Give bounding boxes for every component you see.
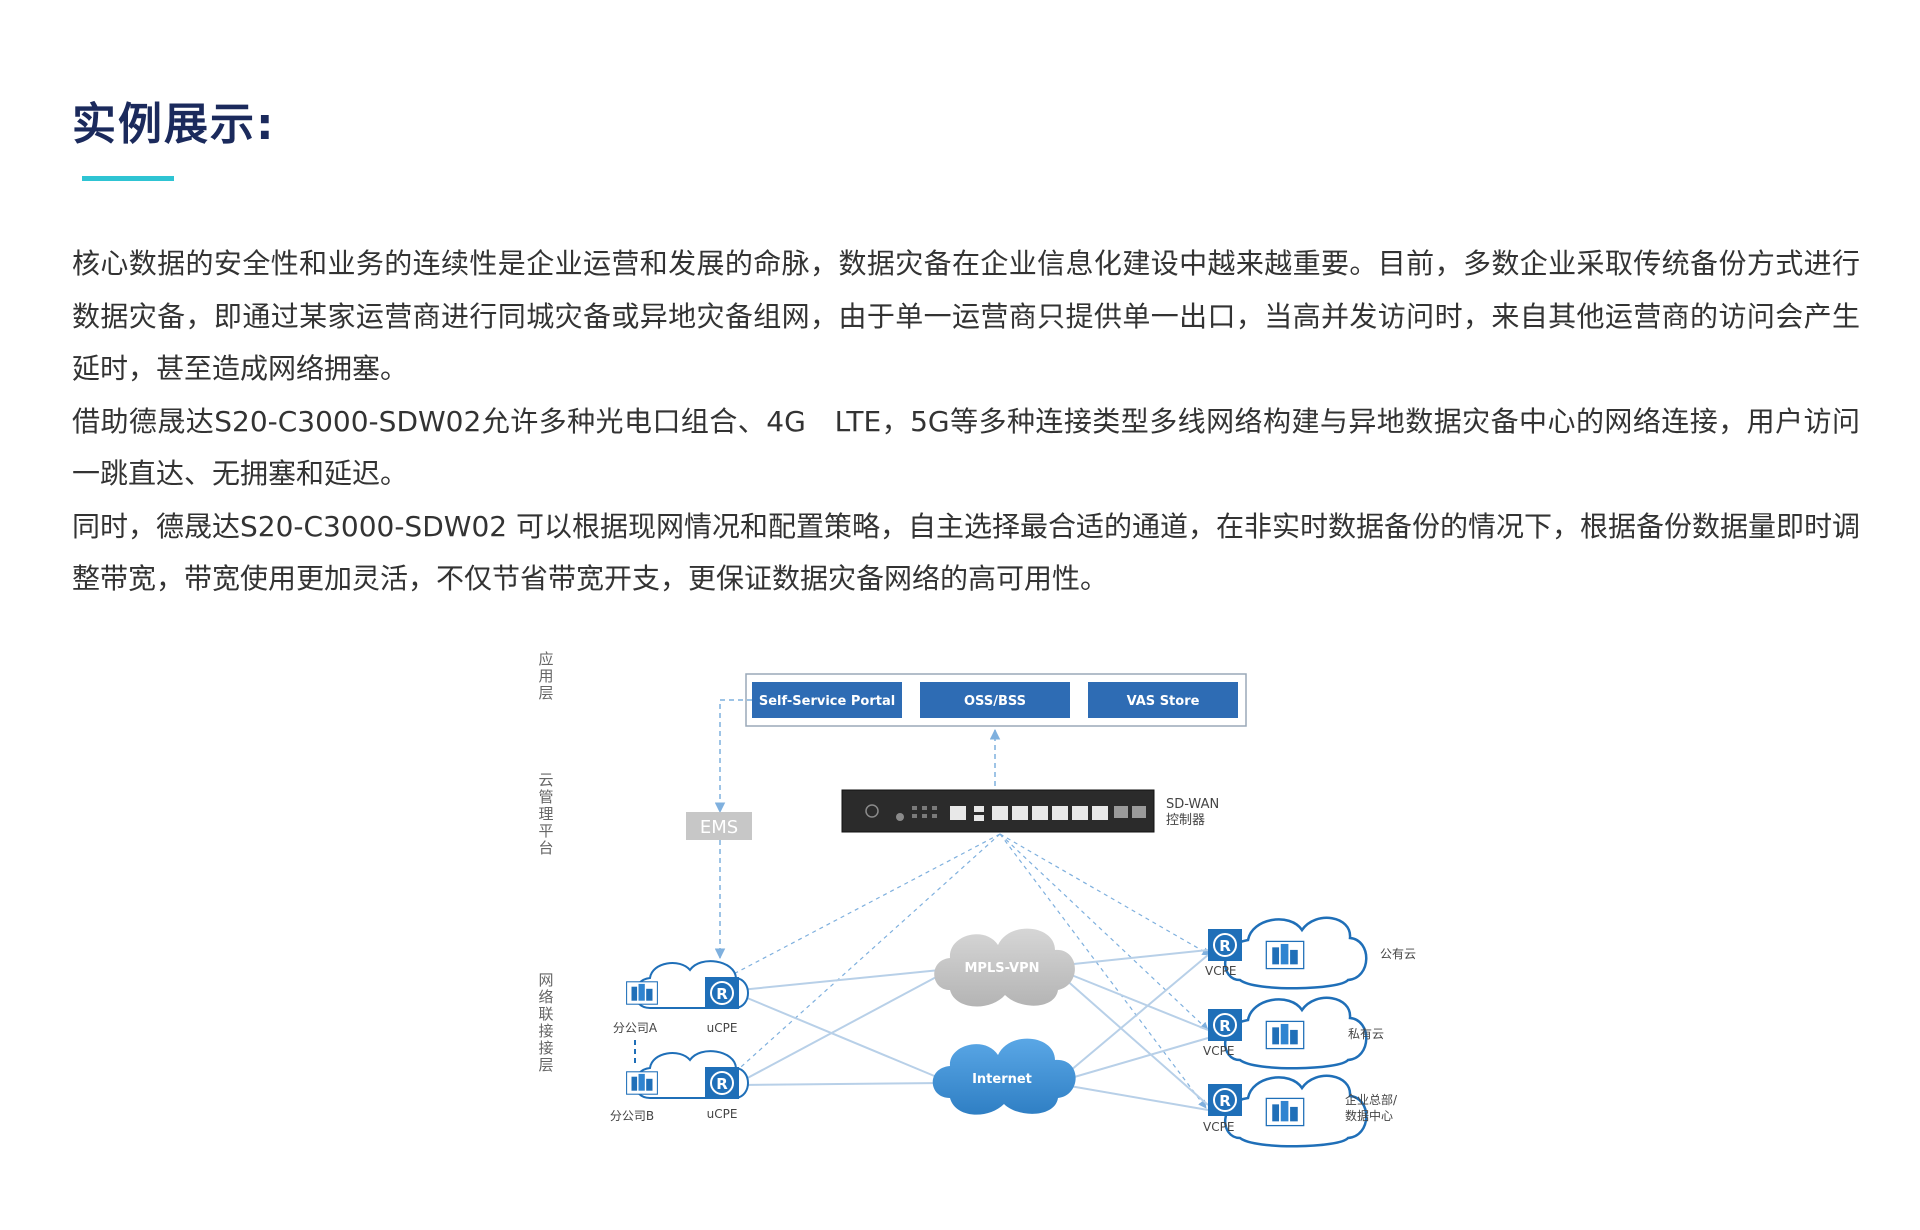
portal-button-self-service[interactable]: Self-Service Portal [752,682,902,718]
ems-box: EMS [686,812,752,840]
svg-text:应用层: 应用层 [538,650,553,702]
portal-button-oss-bss[interactable]: OSS/BSS [920,682,1070,718]
internet-cloud: Internet [932,1038,1076,1115]
branch-b-device: uCPE [707,1107,738,1121]
svg-text:网络联接接层: 网络联接接层 [538,971,553,1074]
building-icon [1265,1097,1305,1127]
router-icon [1207,1083,1243,1117]
body-text: 核心数据的安全性和业务的连续性是企业运营和发展的命脉，数据灾备在企业信息化建设中… [72,238,1860,606]
branch-a-device: uCPE [707,1021,738,1035]
portal-button-vas-store[interactable]: VAS Store [1088,682,1238,718]
building-icon [1265,1020,1305,1050]
controller-label-line2: 控制器 [1166,813,1205,828]
internet-label: Internet [972,1072,1032,1087]
building-icon [1265,940,1305,970]
portal-button-label: Self-Service Portal [759,694,895,709]
building-icon [626,981,658,1005]
branch-b [626,1050,749,1100]
site-hq-label-line1: 企业总部/ [1345,1092,1398,1107]
router-icon [704,1066,740,1100]
mpls-vpn-cloud: MPLS-VPN [934,928,1075,1007]
site-public-cloud-label: 公有云 [1380,947,1416,961]
ems-label: EMS [700,817,738,838]
site-device-label: VCPE [1205,964,1236,978]
page-title: 实例展示: [72,99,276,150]
layer-label-network: 网络联接接层 [538,971,553,1074]
mpls-label: MPLS-VPN [964,961,1039,976]
site-device-label: VCPE [1203,1120,1234,1134]
site-hq-label-line2: 数据中心 [1345,1108,1393,1123]
svg-text:云管理平台: 云管理平台 [538,771,553,857]
portal-button-label: VAS Store [1127,694,1200,709]
layer-label-cloud-mgmt: 云管理平台 [538,771,553,857]
router-icon [1207,1008,1243,1042]
site-private-cloud [1207,996,1368,1070]
branch-a [626,960,749,1010]
site-device-label: VCPE [1203,1044,1234,1058]
solid-links [739,949,1209,1111]
router-icon [704,976,740,1010]
link-portal-ems [714,699,752,814]
portal-button-label: OSS/BSS [964,694,1026,709]
router-icon [1207,928,1243,962]
sdwan-controller-device [841,789,1155,833]
layer-label-app: 应用层 [538,650,553,702]
site-private-cloud-label: 私有云 [1348,1027,1384,1041]
paragraph-2: 借助德晟达S20-C3000-SDW02允许多种光电口组合、4G LTE，5G等… [72,404,1860,491]
controller-dashed-links [725,833,1211,1109]
branch-a-label: 分公司A [613,1021,658,1035]
paragraph-1: 核心数据的安全性和业务的连续性是企业运营和发展的命脉，数据灾备在企业信息化建设中… [72,247,1860,385]
branch-b-label: 分公司B [610,1109,654,1123]
building-icon [626,1071,658,1095]
site-public-cloud [1207,916,1368,990]
title-underline [82,176,174,181]
controller-label-line1: SD-WAN [1166,797,1219,812]
site-hq-datacenter [1207,1074,1368,1148]
paragraph-3: 同时，德晟达S20-C3000-SDW02 可以根据现网情况和配置策略，自主选择… [72,509,1860,596]
